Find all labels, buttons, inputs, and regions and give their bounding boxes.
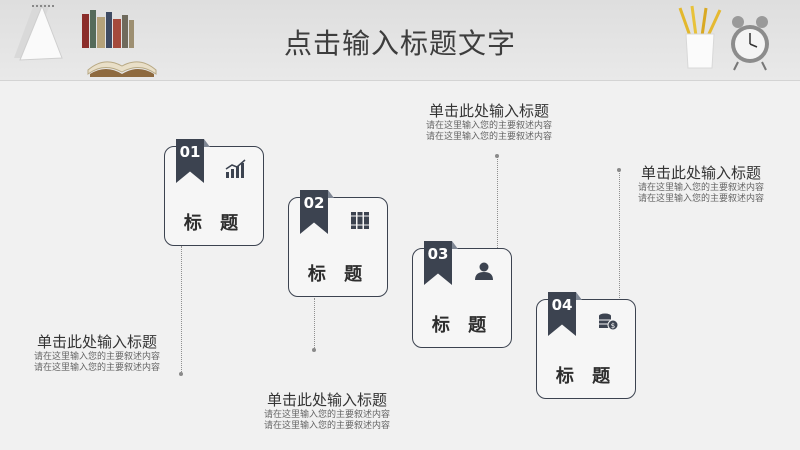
open-book-icon	[87, 61, 157, 77]
ribbon-fold	[204, 139, 210, 147]
text-line: 请在这里输入您的主要叙述内容	[637, 194, 764, 204]
ribbon-fold	[452, 241, 458, 249]
text-line: 请在这里输入您的主要叙述内容	[425, 132, 552, 142]
ribbon-fold	[576, 292, 582, 300]
text-heading: 单击此处输入标题	[266, 391, 387, 409]
step-number-badge: 04	[548, 292, 576, 336]
card-label: 标 题	[555, 366, 617, 387]
text-line: 请在这里输入您的主要叙述内容	[33, 363, 160, 373]
ribbon-fold	[328, 190, 334, 198]
connector-line-3	[497, 156, 498, 248]
connector-dot-1	[179, 372, 183, 376]
page-title: 点击输入标题文字	[283, 27, 516, 60]
step-number-badge: 03	[424, 241, 452, 285]
card-label: 标 题	[431, 315, 493, 336]
connector-dot-4	[617, 168, 621, 172]
coins-icon: $	[599, 313, 619, 331]
svg-text:$: $	[611, 322, 615, 330]
person-icon	[475, 262, 493, 280]
text-line: 请在这里输入您的主要叙述内容	[637, 183, 764, 193]
connector-dot-3	[495, 154, 499, 158]
pencil-cup-icon	[678, 5, 722, 69]
text-heading: 单击此处输入标题	[428, 102, 549, 120]
connector-line-4	[619, 170, 620, 300]
alarm-clock-icon	[731, 16, 769, 71]
connector-line-1	[181, 246, 182, 374]
card-label: 标 题	[307, 264, 369, 285]
text-line: 请在这里输入您的主要叙述内容	[425, 121, 552, 131]
books-icon	[351, 212, 369, 229]
header-bar: 点击输入标题文字	[0, 0, 800, 81]
books-decoration-icon	[82, 10, 134, 48]
text-line: 请在这里输入您的主要叙述内容	[263, 410, 390, 420]
step-number-badge: 02	[300, 190, 328, 234]
step-number-badge: 01	[176, 139, 204, 183]
text-block-1: 单击此处输入标题 请在这里输入您的主要叙述内容 请在这里输入您的主要叙述内容	[18, 331, 176, 374]
connector-dot-2	[312, 348, 316, 352]
step-card-03: 03 标 题	[412, 241, 512, 348]
text-block-4: 单击此处输入标题 请在这里输入您的主要叙述内容 请在这里输入您的主要叙述内容	[622, 162, 780, 205]
card-label: 标 题	[183, 213, 245, 234]
connector-line-2	[314, 298, 315, 350]
text-line: 请在这里输入您的主要叙述内容	[263, 421, 390, 431]
text-heading: 单击此处输入标题	[36, 333, 157, 351]
step-card-01: 01 标 题	[164, 139, 264, 246]
step-card-04: 04 $ 标 题	[536, 292, 636, 399]
text-block-3: 单击此处输入标题 请在这里输入您的主要叙述内容 请在这里输入您的主要叙述内容	[410, 100, 568, 143]
text-line: 请在这里输入您的主要叙述内容	[33, 352, 160, 362]
calendar-icon	[14, 4, 63, 61]
text-block-2: 单击此处输入标题 请在这里输入您的主要叙述内容 请在这里输入您的主要叙述内容	[248, 389, 406, 432]
step-card-02: 02 标 题	[288, 190, 388, 297]
text-heading: 单击此处输入标题	[640, 164, 761, 182]
bar-chart-icon	[225, 159, 246, 178]
